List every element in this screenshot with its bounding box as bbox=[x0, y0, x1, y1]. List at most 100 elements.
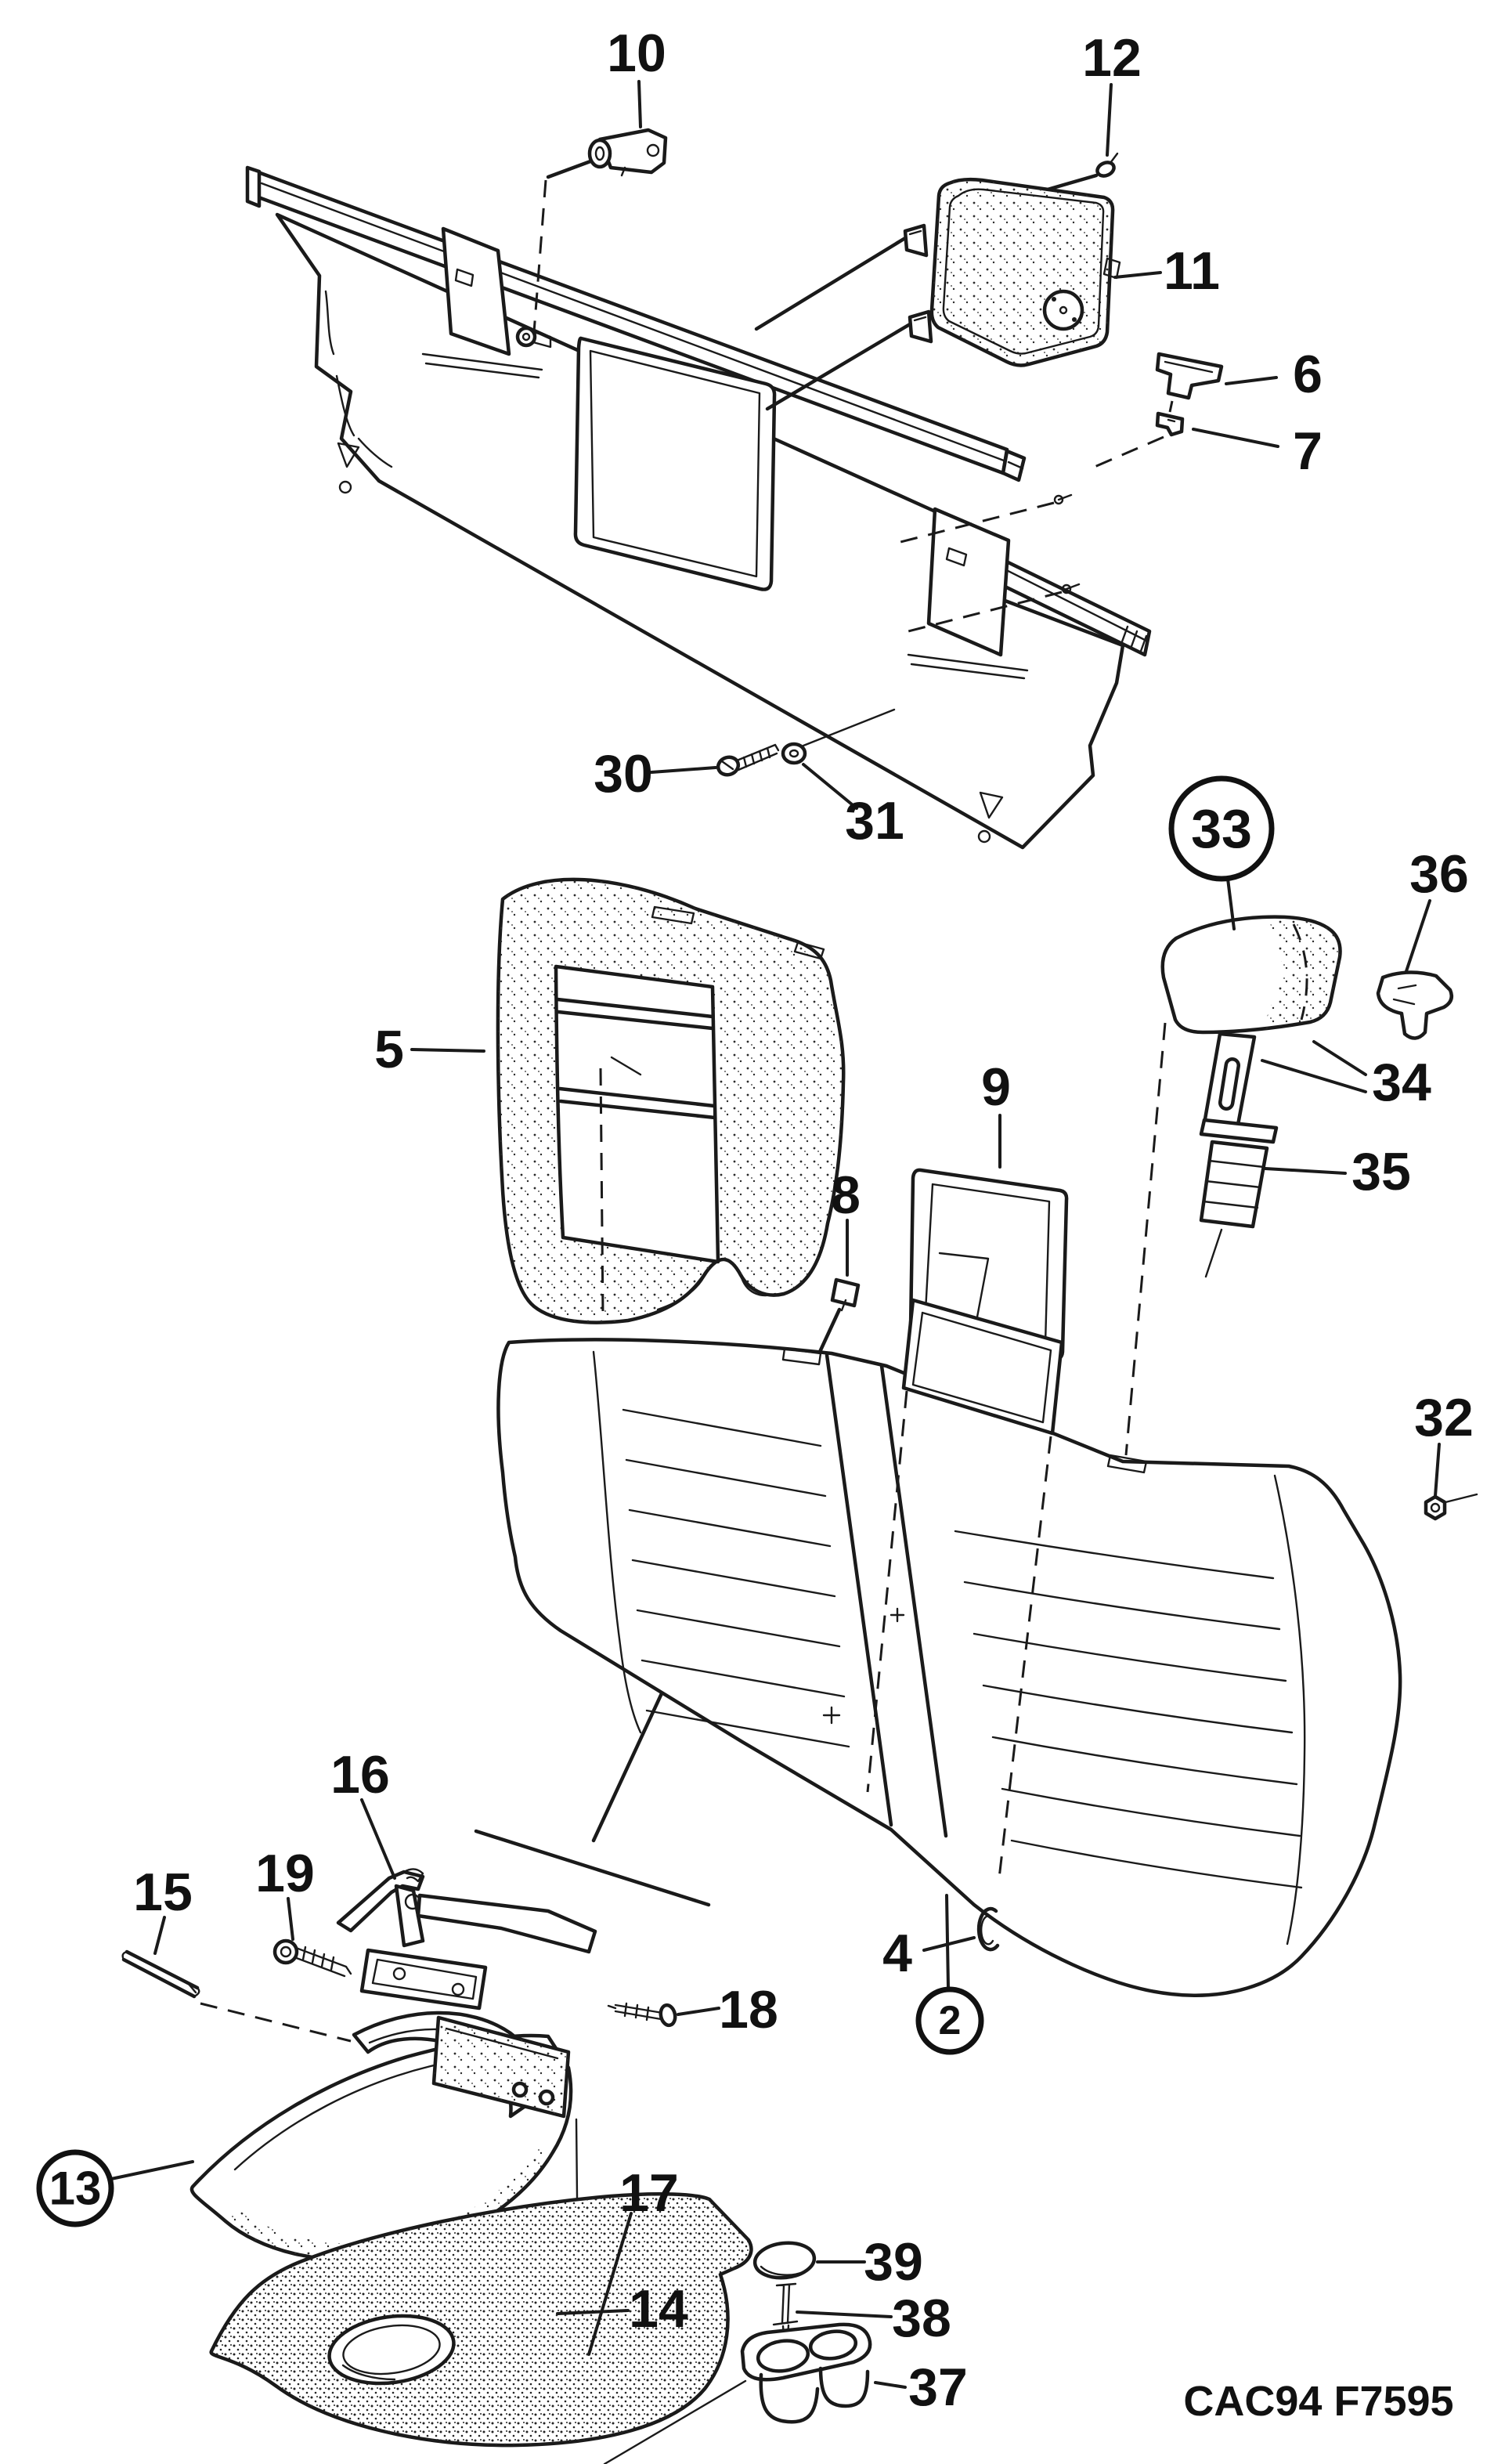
side-panel-11 bbox=[754, 177, 1121, 411]
callout-label: 9 bbox=[981, 1057, 1011, 1117]
callout-15: 15 bbox=[133, 1862, 193, 1955]
callout-label: 13 bbox=[49, 2162, 102, 2215]
leader-line bbox=[1226, 877, 1236, 930]
callout-label: 15 bbox=[133, 1862, 193, 1922]
callout-19: 19 bbox=[255, 1844, 315, 1941]
tray-leader-line bbox=[603, 2379, 747, 2464]
leader-line bbox=[587, 2212, 633, 2356]
callout-label: 6 bbox=[1293, 345, 1323, 404]
callout-label: 19 bbox=[255, 1844, 315, 1903]
speaker-hole bbox=[1042, 289, 1084, 331]
foam-pad-14 bbox=[209, 2192, 753, 2448]
callout-label: 18 bbox=[719, 1980, 778, 2039]
callout-14: 14 bbox=[556, 2279, 688, 2339]
pad-center-panel bbox=[554, 964, 720, 1264]
oval-recess bbox=[327, 2314, 456, 2386]
leader-line bbox=[360, 1798, 396, 1880]
callout-label: 36 bbox=[1409, 844, 1469, 904]
screw-30 bbox=[716, 743, 780, 777]
callout-label: 4 bbox=[882, 1924, 912, 1983]
callout-9: 9 bbox=[981, 1057, 1011, 1169]
leader-line bbox=[110, 2160, 194, 2180]
callout-34: 34 bbox=[1261, 1040, 1431, 1112]
mounting-screw-marks bbox=[900, 493, 1081, 633]
callout-7: 7 bbox=[1192, 421, 1323, 481]
callout-16: 16 bbox=[330, 1745, 396, 1880]
callout-label: 39 bbox=[864, 2232, 923, 2292]
callout-label: 30 bbox=[594, 744, 653, 804]
leader-line bbox=[677, 2007, 720, 2016]
callout-label: 31 bbox=[845, 791, 904, 851]
callout-8: 8 bbox=[831, 1165, 861, 1277]
callout-circle bbox=[1168, 775, 1275, 882]
latch-connector-line bbox=[474, 1829, 711, 1907]
callout-12: 12 bbox=[1082, 28, 1142, 157]
callout-circle bbox=[915, 1986, 984, 2055]
callout-label: 35 bbox=[1351, 1142, 1411, 1201]
leader-line bbox=[1106, 83, 1113, 157]
callout-label: 14 bbox=[629, 2279, 688, 2339]
pin-38 bbox=[772, 2282, 799, 2348]
callout-label: 33 bbox=[1191, 798, 1252, 859]
callout-label: 12 bbox=[1082, 28, 1142, 88]
leader-line bbox=[1405, 899, 1431, 973]
hinge-flap bbox=[431, 2015, 571, 2119]
clip-36 bbox=[1376, 970, 1453, 1040]
leader-line bbox=[1261, 1059, 1367, 1093]
callout-5: 5 bbox=[374, 1020, 485, 1079]
hook-4 bbox=[976, 1906, 1000, 1952]
callout-38: 38 bbox=[796, 2289, 951, 2348]
callout-circle bbox=[36, 2149, 114, 2227]
callout-10: 10 bbox=[607, 23, 666, 128]
leader-line bbox=[802, 763, 858, 810]
callout-37: 37 bbox=[874, 2357, 968, 2417]
callout-label: 7 bbox=[1293, 421, 1323, 481]
bracket-10 bbox=[532, 128, 668, 333]
callout-label: 11 bbox=[1164, 241, 1220, 301]
p leats-left bbox=[622, 1408, 850, 1748]
panel-strap-right bbox=[907, 507, 1029, 680]
callout-label: 16 bbox=[330, 1745, 390, 1805]
leader-line bbox=[556, 2309, 630, 2315]
leader-line bbox=[287, 1897, 294, 1941]
callout-label: 32 bbox=[1414, 1388, 1474, 1447]
hatch-opening bbox=[573, 336, 777, 591]
callout-label: 8 bbox=[831, 1165, 861, 1225]
backrest-2 bbox=[496, 1298, 1402, 1997]
leader-line bbox=[1312, 1040, 1367, 1076]
leader-line bbox=[945, 1894, 950, 1989]
headrest-33 bbox=[1160, 915, 1342, 1035]
callout-13: 13 bbox=[36, 2149, 194, 2227]
leader-line bbox=[874, 2381, 907, 2389]
mounting-rail bbox=[245, 165, 1027, 482]
keyhole-slot bbox=[515, 326, 552, 349]
seatback-pad-5 bbox=[496, 877, 846, 1324]
callout-2: 2 bbox=[915, 1894, 984, 2055]
corner-marks bbox=[337, 442, 1004, 844]
screw-18 bbox=[607, 2002, 677, 2028]
cup-holder-37 bbox=[603, 2322, 872, 2464]
leader-line bbox=[796, 2310, 893, 2318]
leader-line bbox=[1192, 428, 1279, 448]
leader-line bbox=[1434, 1443, 1441, 1498]
latch-16 bbox=[336, 1829, 711, 2011]
callout-18: 18 bbox=[677, 1980, 778, 2039]
seat-cushion-13 bbox=[189, 2011, 580, 2353]
pleats-right bbox=[954, 1530, 1303, 1889]
callout-33: 33 bbox=[1168, 775, 1275, 930]
leader-line bbox=[1264, 1167, 1347, 1175]
leader-line bbox=[650, 766, 717, 774]
clip-6 bbox=[1155, 352, 1224, 400]
cap-39 bbox=[752, 2241, 817, 2280]
callout-39: 39 bbox=[816, 2232, 923, 2292]
callout-32: 32 bbox=[1414, 1388, 1474, 1498]
diagram-code: CAC94 F7595 bbox=[1183, 2378, 1453, 2425]
callout-label: 37 bbox=[908, 2357, 968, 2417]
callout-6: 6 bbox=[1225, 345, 1323, 404]
leader-line bbox=[637, 80, 642, 128]
clip-7 bbox=[1094, 400, 1185, 468]
callout-11: 11 bbox=[1113, 241, 1220, 301]
callout-31: 31 bbox=[802, 763, 904, 851]
